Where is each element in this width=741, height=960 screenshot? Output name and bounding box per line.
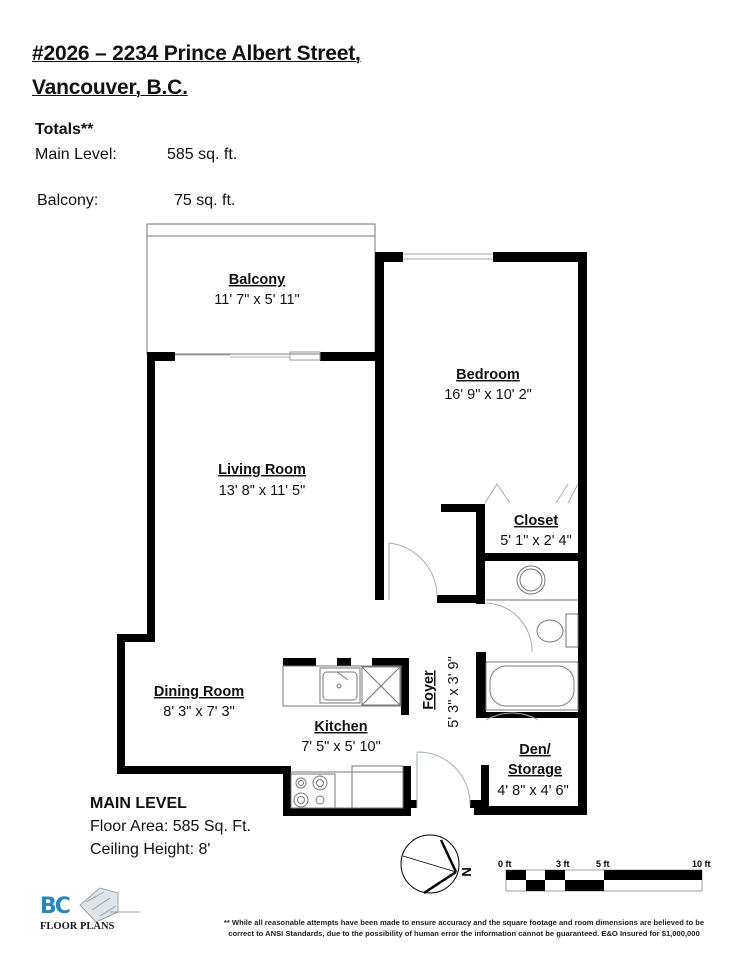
room-name-storage: Storage <box>508 762 562 778</box>
room-labels: Balcony 11' 7" x 5' 11" Bedroom 16' 9" x… <box>154 272 572 799</box>
totals-value: 585 sq. ft. <box>167 146 238 163</box>
scale-tick-5: 5 ft <box>596 859 610 869</box>
scale-tick-10: 10 ft <box>692 859 711 869</box>
property-city-title: Vancouver, B.C. <box>32 76 188 99</box>
room-dims-kitchen: 7' 5" x 5' 10" <box>301 739 381 755</box>
room-name-den: Den/ <box>519 742 550 758</box>
totals-value: 75 sq. ft. <box>174 192 236 209</box>
room-name-kitchen: Kitchen <box>314 719 367 735</box>
compass-north-label: N <box>459 867 474 876</box>
room-dims-dining-room: 8' 3" x 7' 3" <box>163 704 234 720</box>
room-dims-living-room: 13' 8" x 11' 5" <box>219 483 306 499</box>
totals-label: Main Level: <box>35 146 117 163</box>
room-dims-foyer: 5' 3" x 3' 9" <box>446 656 462 727</box>
windows <box>175 253 493 361</box>
compass-icon: N <box>400 834 474 895</box>
disclaimer-line-2: correct to ANSI Standards, due to the po… <box>228 929 700 938</box>
logo-building-icon <box>79 887 140 923</box>
level-summary: MAIN LEVEL Floor Area: 585 Sq. Ft. Ceili… <box>90 792 251 861</box>
room-name-balcony: Balcony <box>229 272 285 288</box>
totals-label: Balcony: <box>37 192 99 209</box>
disclaimer-line-1: ** While all reasonable attempts have be… <box>223 918 705 927</box>
totals-heading: Totals** <box>35 121 94 138</box>
room-dims-balcony: 11' 7" x 5' 11" <box>214 292 299 308</box>
room-name-dining-room: Dining Room <box>154 684 244 700</box>
room-name-foyer: Foyer <box>421 670 437 710</box>
ceiling-height: Ceiling Height: 8' <box>90 841 211 858</box>
bc-floor-plans-logo: BC FLOOR PLANS <box>38 888 138 936</box>
room-name-closet: Closet <box>514 513 558 529</box>
door-swings <box>388 483 579 808</box>
walls <box>117 252 587 816</box>
fixtures <box>282 565 579 809</box>
room-dims-bedroom: 16' 9" x 10' 2" <box>444 387 532 403</box>
disclaimer: ** While all reasonable attempts have be… <box>204 917 724 939</box>
room-name-bedroom: Bedroom <box>456 367 520 383</box>
logo-text: FLOOR PLANS <box>40 921 115 932</box>
room-name-living-room: Living Room <box>218 462 306 478</box>
scale-tick-0: 0 ft <box>498 859 512 869</box>
property-address-title: #2026 – 2234 Prince Albert Street, <box>32 42 361 65</box>
room-dims-closet: 5' 1" x 2' 4" <box>500 533 571 549</box>
level-heading: MAIN LEVEL <box>90 795 187 812</box>
balcony-outline <box>146 223 376 355</box>
floor-area: Floor Area: 585 Sq. Ft. <box>90 818 251 835</box>
scale-bar: 0 ft 3 ft 5 ft 10 ft <box>498 859 711 892</box>
room-dims-den-storage: 4' 8" x 4' 6" <box>497 783 568 799</box>
logo-mark: BC <box>40 894 71 919</box>
scale-tick-3: 3 ft <box>556 859 570 869</box>
